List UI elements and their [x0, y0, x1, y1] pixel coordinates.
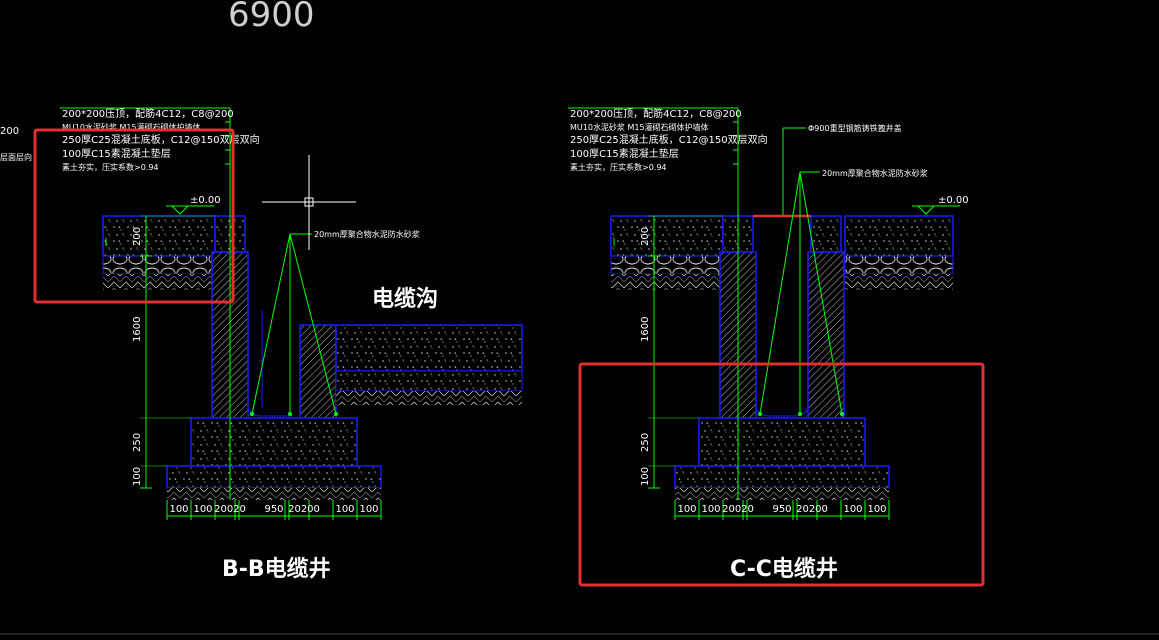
- cc-bottom-dim-ticks: [674, 500, 890, 520]
- bb-dim-250: 250: [132, 433, 143, 452]
- cc-note-4: 100厚C15素混凝土垫层: [570, 147, 679, 160]
- cc-note-3: 250厚C25混凝土底板，C12@150双层双向: [570, 133, 768, 146]
- cc-pipe-note: Φ900重型钢筋铸铁篦井盖: [808, 123, 902, 133]
- cc-note-1: 200*200压顶，配筋4C12，C8@200: [570, 107, 742, 120]
- cutoff-text: 200: [0, 126, 19, 137]
- section-cc: 200*200压顶，配筋4C12，C8@200 MU10水泥砂浆 M15灌砌石砌…: [568, 107, 969, 582]
- cc-dim-label: 20020: [722, 504, 754, 515]
- bb-dim-label: 100: [169, 504, 188, 515]
- cad-crosshair-cursor: [262, 155, 356, 250]
- bb-dim-label: 100: [359, 504, 378, 515]
- cc-plaster-note: 20mm厚聚合物水泥防水砂浆: [822, 168, 928, 178]
- bb-note-2: MU10水泥砂浆 M15灌砌石砌体护墙体: [62, 122, 201, 132]
- bb-dim-label: 20020: [214, 504, 246, 515]
- section-bb: 200*200压顶，配筋4C12，C8@200 MU10水泥砂浆 M15灌砌石砌…: [60, 107, 523, 582]
- cc-dim-label: 100: [843, 504, 862, 515]
- bb-note-4: 100厚C15素混凝土垫层: [62, 147, 171, 160]
- cc-dim-label: 20200: [796, 504, 828, 515]
- cc-dim-label: 950: [772, 504, 791, 515]
- cc-note-2: MU10水泥砂浆 M15灌砌石砌体护墙体: [570, 122, 709, 132]
- cc-dim-label: 100: [867, 504, 886, 515]
- highlight-box-notes: [33, 128, 235, 304]
- bb-note-1: 200*200压顶，配筋4C12，C8@200: [62, 107, 234, 120]
- bb-section-title: B-B电缆井: [222, 556, 331, 582]
- cc-dim-label: 100: [677, 504, 696, 515]
- bb-dim-label: 950: [264, 504, 283, 515]
- cc-dim-1600: 1600: [640, 317, 651, 342]
- cutoff-text-2: 层面层向: [0, 152, 32, 162]
- cc-section-title: C-C电缆井: [730, 556, 838, 582]
- cc-elevation-text: ±0.00: [938, 195, 969, 206]
- bb-plaster-note: 20mm厚聚合物水泥防水砂浆: [314, 229, 420, 239]
- bb-dim-label: 100: [335, 504, 354, 515]
- bb-note-5: 素土夯实，压实系数>0.94: [62, 162, 159, 172]
- trench-label: 电缆沟: [372, 286, 438, 312]
- bb-elevation-text: ±0.00: [190, 195, 221, 206]
- bb-note-3: 250厚C25混凝土底板，C12@150双层双向: [62, 133, 260, 146]
- cc-dim-200: 200: [640, 227, 651, 246]
- bb-dim-label: 100: [193, 504, 212, 515]
- bb-dim-label: 20200: [288, 504, 320, 515]
- bb-dim-1600: 1600: [132, 317, 143, 342]
- highlight-box-cc-section: [578, 362, 985, 587]
- cc-dim-label: 100: [701, 504, 720, 515]
- cc-dim-100: 100: [640, 467, 651, 486]
- bb-dim-200: 200: [132, 227, 143, 246]
- bb-dim-100: 100: [132, 467, 143, 486]
- top-dimension-text: 6900: [228, 0, 315, 35]
- cc-note-5: 素土夯实，压实系数>0.94: [570, 162, 667, 172]
- bb-bottom-dim-ticks: [166, 500, 382, 520]
- cc-dim-250: 250: [640, 433, 651, 452]
